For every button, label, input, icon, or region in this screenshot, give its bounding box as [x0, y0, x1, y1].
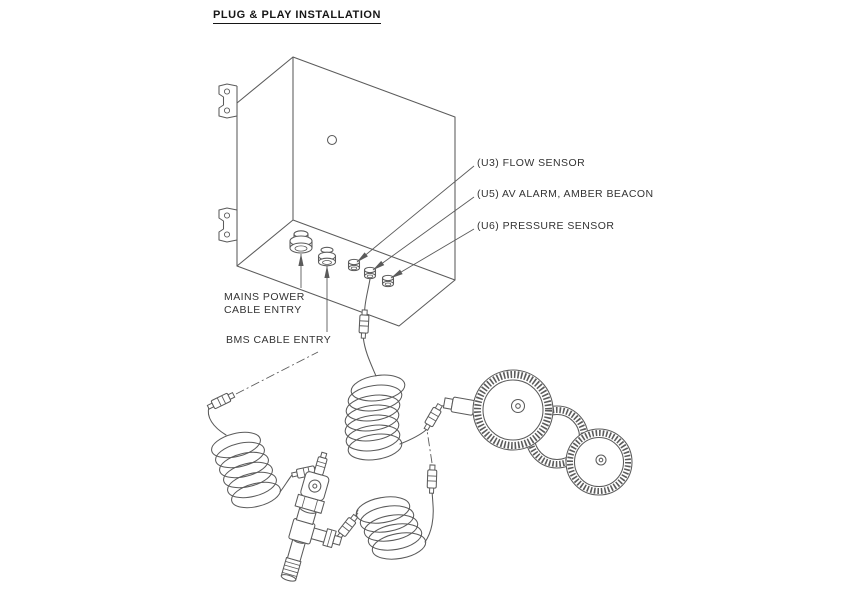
diagram-title: PLUG & PLAY INSTALLATION	[213, 9, 382, 24]
mains-cable-gland	[289, 230, 313, 254]
u6-port-connector	[381, 274, 395, 288]
door-lock-icon	[326, 134, 338, 146]
u6-leader-line	[390, 228, 475, 279]
bottom-coil-upper-connector	[426, 464, 438, 494]
beacon-cable-connector	[421, 402, 445, 433]
enclosure-box	[236, 56, 456, 327]
bms-cable-gland	[317, 246, 337, 267]
callout-mains-power-cable-entry: MAINS POWER CABLE ENTRY	[224, 291, 305, 317]
callout-mains-line2: CABLE ENTRY	[224, 304, 302, 316]
av-alarm-beacon-unit	[442, 369, 633, 496]
beacon-cable-gland	[442, 396, 476, 416]
callout-leader-lines	[298, 165, 475, 332]
callout-u6-pressure-sensor: (U6) PRESSURE SENSOR	[477, 220, 615, 232]
coiled-cable-center	[344, 374, 406, 461]
beacon-disc-right	[565, 428, 633, 496]
coiled-cable-bottom	[355, 496, 427, 560]
alignment-centerlines	[235, 351, 450, 544]
beacon-disc-front	[472, 369, 554, 451]
u5-leader-line	[372, 196, 475, 271]
callout-bms-cable-entry: BMS CABLE ENTRY	[226, 334, 332, 346]
mounting-bracket-bottom	[218, 207, 238, 243]
u3-port-connector	[347, 258, 361, 272]
flow-sensor-assembly	[280, 451, 343, 582]
mounting-bracket-top	[218, 83, 238, 119]
callout-mains-line1: MAINS POWER	[224, 291, 305, 303]
callout-u5-av-alarm: (U5) AV ALARM, AMBER BEACON	[477, 188, 654, 200]
u3-leader-line	[356, 165, 475, 263]
left-coil-top-connector	[205, 390, 237, 412]
coiled-cable-left	[211, 431, 281, 509]
cable-glands	[289, 230, 395, 288]
callout-u3-flow-sensor: (U3) FLOW SENSOR	[477, 157, 586, 169]
